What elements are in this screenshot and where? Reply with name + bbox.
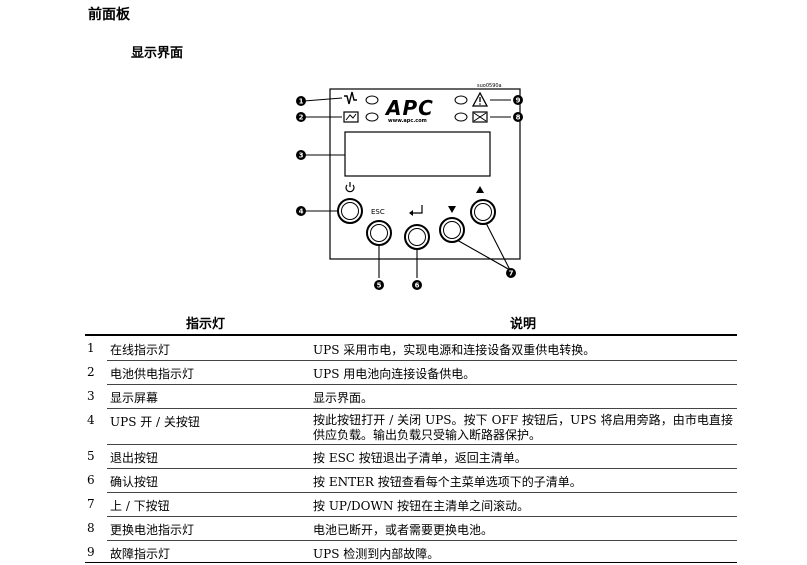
table-row: 2 电池供电指示灯 UPS 用电池向连接设备供电。	[85, 361, 737, 385]
row-number: 2	[87, 365, 95, 379]
row-description: UPS 检测到内部故障。	[313, 547, 440, 561]
table-row: 7 上 / 下按钮 按 UP/DOWN 按钮在主清单之间滚动。	[85, 493, 737, 517]
row-name: 退出按钮	[110, 451, 159, 465]
row-divider	[107, 468, 737, 469]
row-name: 在线指示灯	[110, 343, 171, 357]
apc-website: www.apc.com	[388, 118, 427, 124]
row-description: UPS 采用市电，实现电源和连接设备双重供电转换。	[313, 343, 596, 357]
column-header-indicator: 指示灯	[186, 317, 226, 332]
table-row: 9 故障指示灯 UPS 检测到内部故障。	[85, 541, 737, 565]
row-name: 更换电池指示灯	[110, 523, 195, 537]
callout-3: 3	[299, 152, 304, 160]
front-panel-diagram: suo0590a APC www.apc.com ESC	[296, 83, 523, 290]
table-row: 1 在线指示灯 UPS 采用市电，实现电源和连接设备双重供电转换。	[85, 337, 737, 361]
table-bottom-rule	[85, 562, 737, 563]
row-name: 显示屏幕	[110, 391, 159, 405]
column-header-description: 说明	[510, 317, 537, 332]
row-description: UPS 用电池向连接设备供电。	[313, 367, 476, 381]
row-number: 9	[87, 545, 95, 559]
callout-6: 6	[415, 282, 420, 290]
row-description: 按 UP/DOWN 按钮在主清单之间滚动。	[313, 499, 530, 513]
table-row: 4 UPS 开 / 关按钮 按此按钮打开 / 关闭 UPS。按下 OFF 按钮后，U…	[85, 409, 737, 445]
row-name: 故障指示灯	[110, 547, 171, 561]
table-row: 6 确认按钮 按 ENTER 按钮查看每个主菜单选项下的子清单。	[85, 469, 737, 493]
callout-2: 2	[299, 114, 304, 122]
table-row: 5 退出按钮 按 ESC 按钮退出子清单，返回主清单。	[85, 445, 737, 469]
table-row: 3 显示屏幕 显示界面。	[85, 385, 737, 409]
row-number: 3	[87, 389, 95, 403]
row-description: 按 ENTER 按钮查看每个主菜单选项下的子清单。	[313, 475, 582, 489]
callout-1: 1	[299, 98, 304, 106]
row-name: 电池供电指示灯	[110, 367, 195, 381]
replace-battery-led	[454, 112, 468, 122]
esc-label: ESC	[371, 208, 385, 216]
fault-led	[454, 95, 468, 105]
row-name: 确认按钮	[110, 475, 159, 489]
row-divider	[107, 360, 737, 361]
up-arrow-icon	[476, 186, 484, 193]
section-subheading: 显示界面	[131, 46, 184, 61]
row-number: 4	[87, 413, 95, 427]
apc-logo: APC	[384, 96, 434, 120]
row-divider	[107, 408, 737, 409]
row-divider	[107, 384, 737, 385]
callout-8: 8	[516, 114, 521, 122]
row-number: 6	[87, 473, 95, 487]
row-number: 5	[87, 449, 95, 463]
online-icon	[344, 91, 357, 105]
replace-battery-icon	[472, 111, 488, 123]
table-top-rule	[85, 334, 737, 336]
row-description: 按此按钮打开 / 关闭 UPS。按下 OFF 按钮后，UPS 将启用旁路，由市电…	[313, 413, 733, 442]
callout-7: 7	[509, 270, 514, 278]
power-icon	[345, 182, 355, 193]
warning-icon	[471, 91, 489, 107]
row-divider	[107, 540, 737, 541]
callout-4: 4	[299, 208, 304, 216]
row-name: UPS 开 / 关按钮	[110, 415, 200, 429]
battery-icon	[343, 111, 359, 123]
row-description: 显示界面。	[313, 391, 374, 405]
section-heading: 前面板	[88, 7, 130, 23]
row-number: 8	[87, 521, 95, 535]
display-screen	[344, 131, 491, 177]
down-arrow-icon	[448, 206, 456, 213]
figure-code: suo0590a	[477, 83, 502, 89]
online-led	[365, 95, 379, 105]
enter-icon	[409, 205, 423, 216]
row-divider	[107, 444, 737, 445]
callout-9: 9	[516, 97, 521, 105]
callout-5: 5	[377, 282, 382, 290]
row-number: 1	[87, 341, 95, 355]
battery-led	[365, 112, 379, 122]
row-description: 按 ESC 按钮退出子清单，返回主清单。	[313, 451, 527, 465]
row-number: 7	[87, 497, 95, 511]
table-row: 8 更换电池指示灯 电池已断开，或者需要更换电池。	[85, 517, 737, 541]
row-divider	[107, 492, 737, 493]
row-description: 电池已断开，或者需要更换电池。	[313, 523, 494, 537]
row-name: 上 / 下按钮	[110, 499, 170, 513]
row-divider	[107, 516, 737, 517]
